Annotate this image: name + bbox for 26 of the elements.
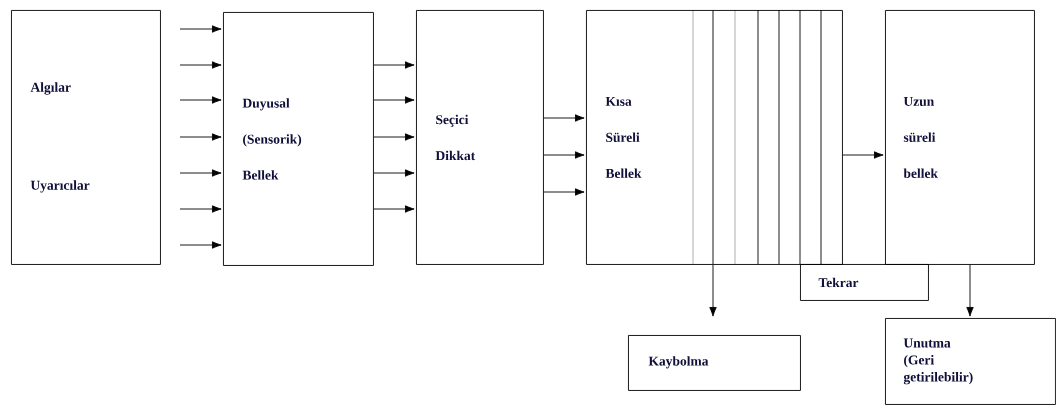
memory-box: Duyusal (Sensorik) Bellek	[223, 12, 374, 266]
arrow	[543, 188, 585, 196]
memory-box: Seçici Dikkat	[416, 10, 544, 265]
arrow	[543, 151, 585, 159]
arrow	[179, 169, 222, 177]
memory-box: Uzun süreli bellek	[885, 10, 1035, 265]
arrow	[966, 264, 974, 317]
arrow	[842, 151, 884, 159]
arrow	[373, 169, 415, 177]
arrow	[179, 205, 222, 213]
stimulus-box: Algılar Uyarıcılar	[11, 10, 161, 265]
arrow	[373, 61, 415, 69]
memory-box: Kısa Süreli Bellek	[586, 10, 843, 265]
outcome-box: Unutma (Geri getirilebilir)	[885, 318, 1056, 405]
arrow	[373, 205, 415, 213]
outcome-box: Kaybolma	[628, 335, 801, 391]
arrow	[373, 96, 415, 104]
arrow	[179, 25, 222, 33]
arrow	[179, 133, 222, 141]
arrow	[543, 114, 585, 122]
arrow	[179, 61, 222, 69]
arrow	[709, 264, 717, 317]
arrow	[373, 133, 415, 141]
arrow	[179, 96, 222, 104]
loop-box: Tekrar	[800, 264, 929, 301]
arrow	[179, 241, 222, 249]
